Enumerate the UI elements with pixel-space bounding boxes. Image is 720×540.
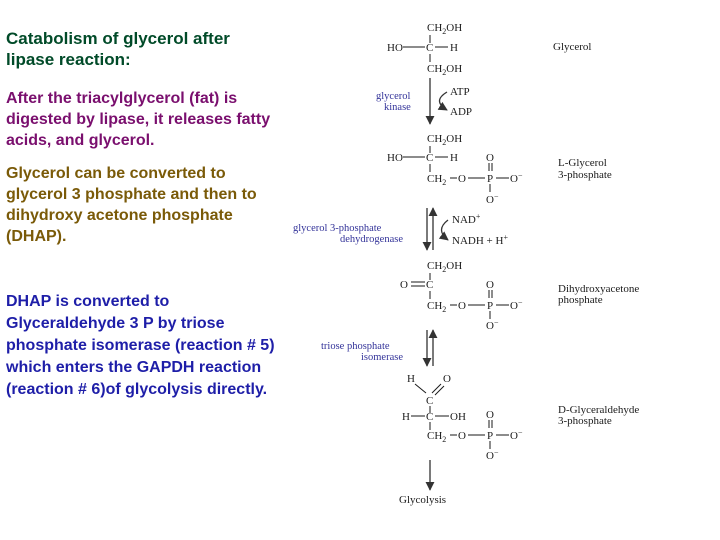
svg-text:CH2OH: CH2OH — [427, 22, 462, 36]
svg-text:O: O — [443, 373, 451, 385]
glycerol-catabolism-pathway: CH2OH HO C H CH2OH Glycerol glycerol kin… — [293, 22, 639, 506]
glycolysis-label: Glycolysis — [399, 494, 446, 506]
svg-text:O: O — [486, 409, 494, 421]
paragraph-dhap-conversion: DHAP is converted to Glyceraldehyde 3 P … — [6, 293, 275, 398]
svg-text:H: H — [450, 42, 458, 54]
enzyme-dehydrogenase-line2: dehydrogenase — [340, 234, 403, 245]
glycerol-3-phosphate-structure: CH2OH HO C H CH2 O P O− O O− — [387, 133, 523, 206]
svg-text:C: C — [426, 279, 433, 291]
svg-text:O−: O− — [486, 318, 499, 332]
svg-text:H: H — [402, 411, 410, 423]
svg-text:O: O — [486, 279, 494, 291]
glycerol-structure: CH2OH HO C H CH2OH — [387, 22, 462, 77]
svg-text:O−: O− — [510, 298, 523, 312]
cofactor-atp: ATP — [450, 86, 470, 98]
cofactor-nadh: NADH + H+ — [452, 233, 508, 247]
atp-adp-curved-arrow — [437, 91, 448, 111]
svg-text:HO: HO — [387, 42, 403, 54]
svg-text:O: O — [458, 430, 466, 442]
svg-text:P: P — [487, 300, 493, 312]
svg-text:C: C — [426, 42, 433, 54]
svg-text:HO: HO — [387, 152, 403, 164]
cofactor-adp: ADP — [450, 106, 472, 118]
enzyme-kinase-line2: kinase — [384, 102, 411, 113]
svg-text:OH: OH — [450, 411, 466, 423]
svg-text:O−: O− — [486, 448, 499, 462]
svg-text:O: O — [458, 300, 466, 312]
svg-text:O−: O− — [510, 428, 523, 442]
compound-glycerol-label: Glycerol — [553, 41, 591, 53]
compound-dhap-label-line1: Dihydroxyacetone — [558, 283, 639, 295]
enzyme-isomerase-line2: isomerase — [361, 352, 403, 363]
compound-dhap-label-line2: phosphate — [558, 294, 603, 306]
enzyme-kinase-line1: glycerol — [376, 91, 410, 102]
dhap-structure: CH2OH O C CH2 O P O− O O− — [400, 260, 523, 332]
svg-text:CH2: CH2 — [427, 300, 446, 314]
svg-text:C: C — [426, 152, 433, 164]
svg-text:CH2OH: CH2OH — [427, 63, 462, 77]
enzyme-dehydrogenase-line1: glycerol 3-phosphate — [293, 223, 382, 234]
svg-text:O: O — [400, 279, 408, 291]
enzyme-isomerase-line1: triose phosphate — [321, 341, 390, 352]
svg-text:H: H — [407, 373, 415, 385]
svg-text:CH2OH: CH2OH — [427, 133, 462, 147]
svg-text:P: P — [487, 430, 493, 442]
svg-text:CH2OH: CH2OH — [427, 260, 462, 274]
svg-text:CH2: CH2 — [427, 173, 446, 187]
svg-text:O: O — [458, 173, 466, 185]
nad-curved-arrow — [438, 219, 449, 241]
svg-text:C: C — [426, 411, 433, 423]
paragraph-lipase: After the triacylglycerol (fat) is diges… — [6, 90, 271, 149]
compound-g3p-label-line1: L-Glycerol — [558, 157, 607, 169]
svg-text:O−: O− — [486, 192, 499, 206]
paragraph-glycerol-conversion: Glycerol can be converted to glycerol 3 … — [6, 165, 257, 245]
compound-gap-label-line2: 3-phosphate — [558, 415, 612, 427]
cofactor-nad: NAD+ — [452, 212, 481, 226]
glyceraldehyde-3-phosphate-structure: H O C H C OH CH2 O P O− O O− — [402, 373, 523, 462]
svg-text:C: C — [426, 395, 433, 407]
svg-text:O: O — [486, 152, 494, 164]
slide-title: Catabolism of glycerol after lipase reac… — [6, 29, 230, 69]
svg-text:O−: O− — [510, 171, 523, 185]
compound-g3p-label-line2: 3-phosphate — [558, 169, 612, 181]
svg-text:H: H — [450, 152, 458, 164]
svg-text:CH2: CH2 — [427, 430, 446, 444]
svg-text:P: P — [487, 173, 493, 185]
compound-gap-label-line1: D-Glyceraldehyde — [558, 404, 639, 416]
